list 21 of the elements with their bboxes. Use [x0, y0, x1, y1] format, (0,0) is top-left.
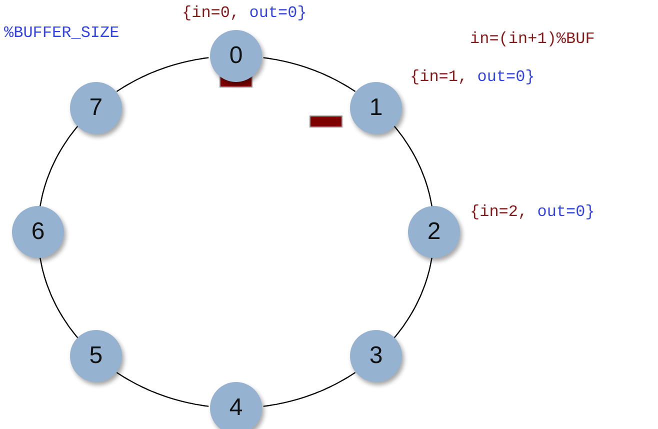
slot-circle: 5	[70, 330, 122, 382]
slot-circle: 0	[210, 30, 262, 82]
code-text: %BUFFER_SIZE	[4, 24, 120, 42]
ring-arc	[394, 256, 433, 338]
ring-arc	[116, 372, 209, 407]
slot-circle: 3	[350, 330, 402, 382]
ring-arc	[39, 126, 78, 208]
slot-circle: 2	[408, 206, 460, 258]
slot-circle: 7	[70, 82, 122, 134]
ring-arc	[39, 256, 78, 338]
slot-circle: 4	[210, 382, 262, 429]
state-text: {in=1, out=0}	[410, 68, 535, 86]
ring-arc	[263, 372, 356, 407]
slot-circle: 6	[12, 206, 64, 258]
state-text: {in=0, out=0}	[182, 4, 307, 22]
ring-arc	[116, 57, 209, 92]
slot-circle: 1	[350, 82, 402, 134]
state-text: {in=2, out=0}	[470, 203, 595, 221]
ring-arc	[263, 57, 356, 92]
ring-arc	[394, 126, 433, 208]
code-text: in=(in+1)%BUF	[470, 30, 595, 48]
